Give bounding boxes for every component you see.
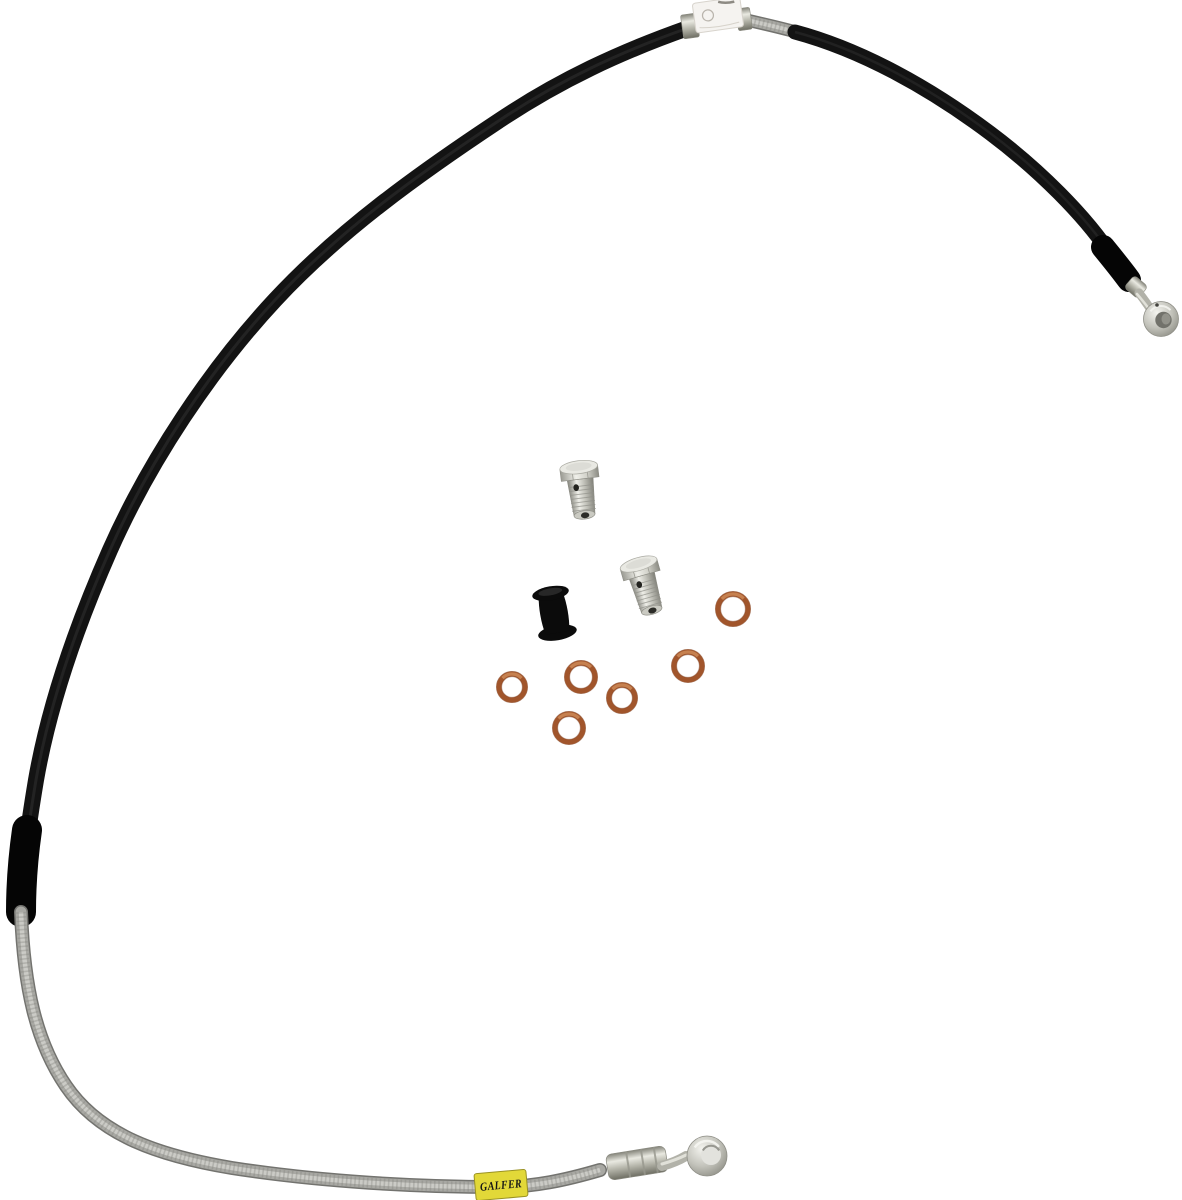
spec-sticker-print-mark — [717, 0, 735, 5]
brand-sticker: GALFER — [473, 1168, 529, 1200]
upper-banjo-end — [1125, 276, 1179, 337]
copper-crush-washer — [605, 681, 638, 714]
banjo-bolt — [619, 555, 663, 616]
copper-crush-washer — [563, 659, 598, 694]
copper-washers-layer — [496, 590, 751, 745]
banjo-bolt — [559, 459, 600, 520]
spec-sticker — [692, 0, 744, 34]
heatshrink-sleeve-right — [1091, 235, 1141, 292]
copper-crush-washer — [714, 590, 751, 627]
brand-sticker-text: GALFER — [479, 1176, 522, 1194]
copper-crush-washer — [496, 670, 529, 703]
brake-hose-black-right-section — [787, 24, 1121, 266]
lower-banjo-eyelet-hole — [701, 1145, 721, 1165]
copper-crush-washer — [551, 710, 586, 745]
copper-crush-washer — [670, 648, 705, 683]
lower-banjo-end — [605, 1135, 728, 1181]
rubber-grommet — [532, 585, 577, 641]
lower-banjo-crimp — [605, 1145, 669, 1181]
heatshrink-sleeve-left — [6, 815, 42, 927]
brake-hose-black-upper-section — [13, 20, 696, 922]
spec-sticker-print-circle — [701, 9, 715, 22]
banjo-bolts-layer — [559, 459, 663, 616]
